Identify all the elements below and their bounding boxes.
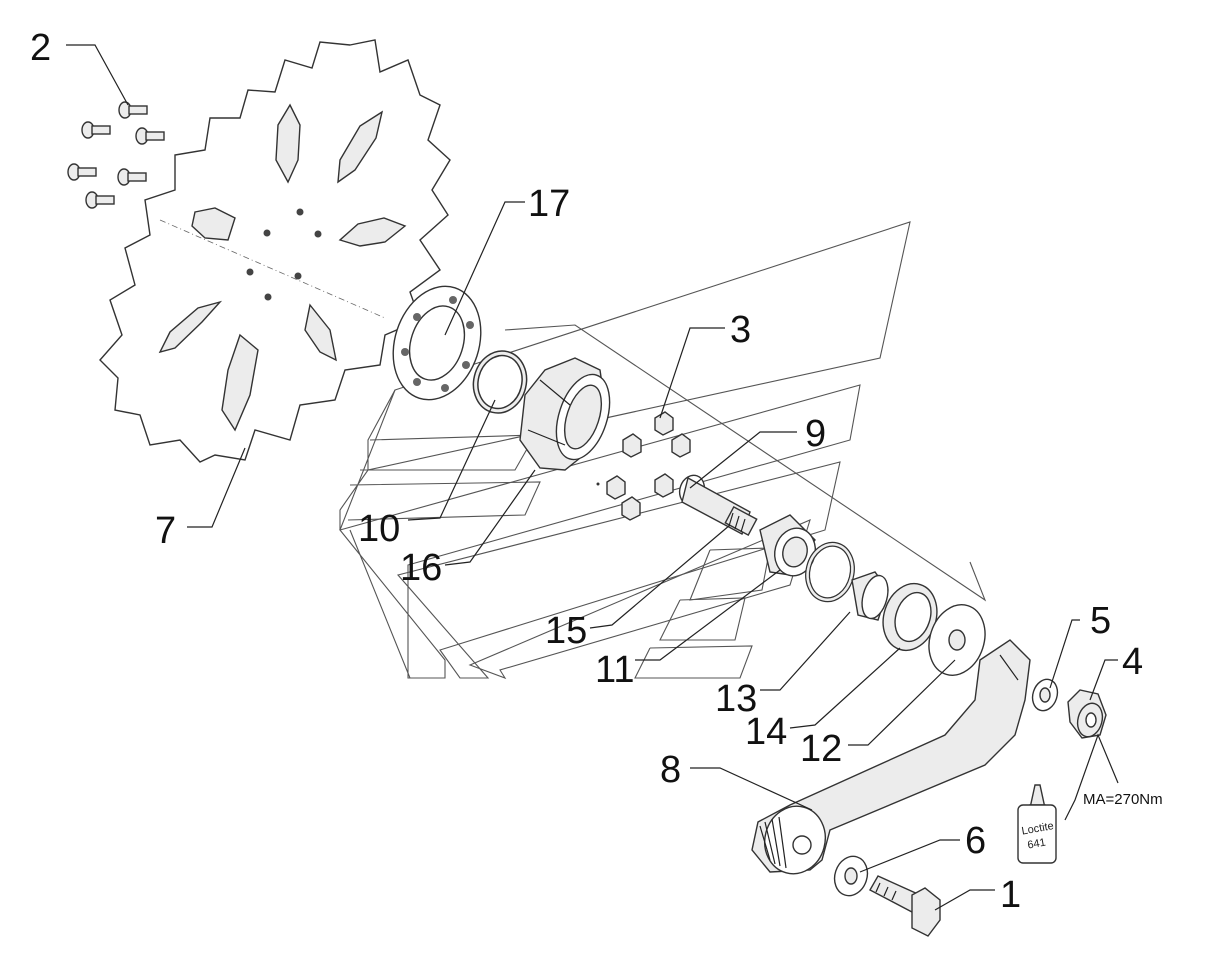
torque-note: MA=270Nm xyxy=(1083,791,1163,808)
hex-bolt xyxy=(869,875,941,937)
lock-nut xyxy=(1067,689,1107,739)
large-washer xyxy=(928,604,986,676)
shaft-seal xyxy=(882,582,938,652)
callout-3: 3 xyxy=(730,309,751,351)
spacer-sleeve xyxy=(851,571,889,621)
small-washer xyxy=(1031,678,1059,712)
callout-15: 15 xyxy=(545,610,587,652)
flange-plate xyxy=(392,285,482,401)
callout-11: 11 xyxy=(595,649,634,691)
bolt-washer xyxy=(833,855,869,897)
serrated-disc xyxy=(99,39,451,463)
callout-10: 10 xyxy=(358,508,400,550)
callout-16: 16 xyxy=(400,547,442,589)
assembly-guide-lines xyxy=(339,221,987,680)
callout-12: 12 xyxy=(800,728,842,770)
snap-ring xyxy=(472,350,528,414)
callout-5: 5 xyxy=(1090,600,1111,642)
inner-snap-ring xyxy=(805,541,855,603)
loctite-bottle: Loctite 641 xyxy=(1017,784,1057,864)
disc-bolts xyxy=(67,101,165,209)
hub-housing xyxy=(519,357,611,471)
axle-shaft xyxy=(678,474,758,536)
swing-arm xyxy=(751,639,1031,875)
loctite-label: Loctite xyxy=(1021,820,1055,837)
callout-6: 6 xyxy=(965,820,986,862)
loctite-number: 641 xyxy=(1027,837,1047,852)
callout-2: 2 xyxy=(30,27,51,69)
callout-9: 9 xyxy=(805,413,826,455)
callout-7: 7 xyxy=(155,510,176,552)
bearing xyxy=(759,514,816,577)
callout-13: 13 xyxy=(715,678,757,720)
callout-4: 4 xyxy=(1122,641,1143,683)
callout-1: 1 xyxy=(1000,874,1021,916)
hub-nuts xyxy=(596,411,691,521)
callout-14: 14 xyxy=(745,711,787,753)
callout-numbers: 2 7 17 3 9 10 16 15 11 13 14 12 8 5 4 6 … xyxy=(30,27,1163,916)
callout-17: 17 xyxy=(528,183,570,225)
callout-8: 8 xyxy=(660,749,681,791)
leader-lines xyxy=(66,44,1119,911)
